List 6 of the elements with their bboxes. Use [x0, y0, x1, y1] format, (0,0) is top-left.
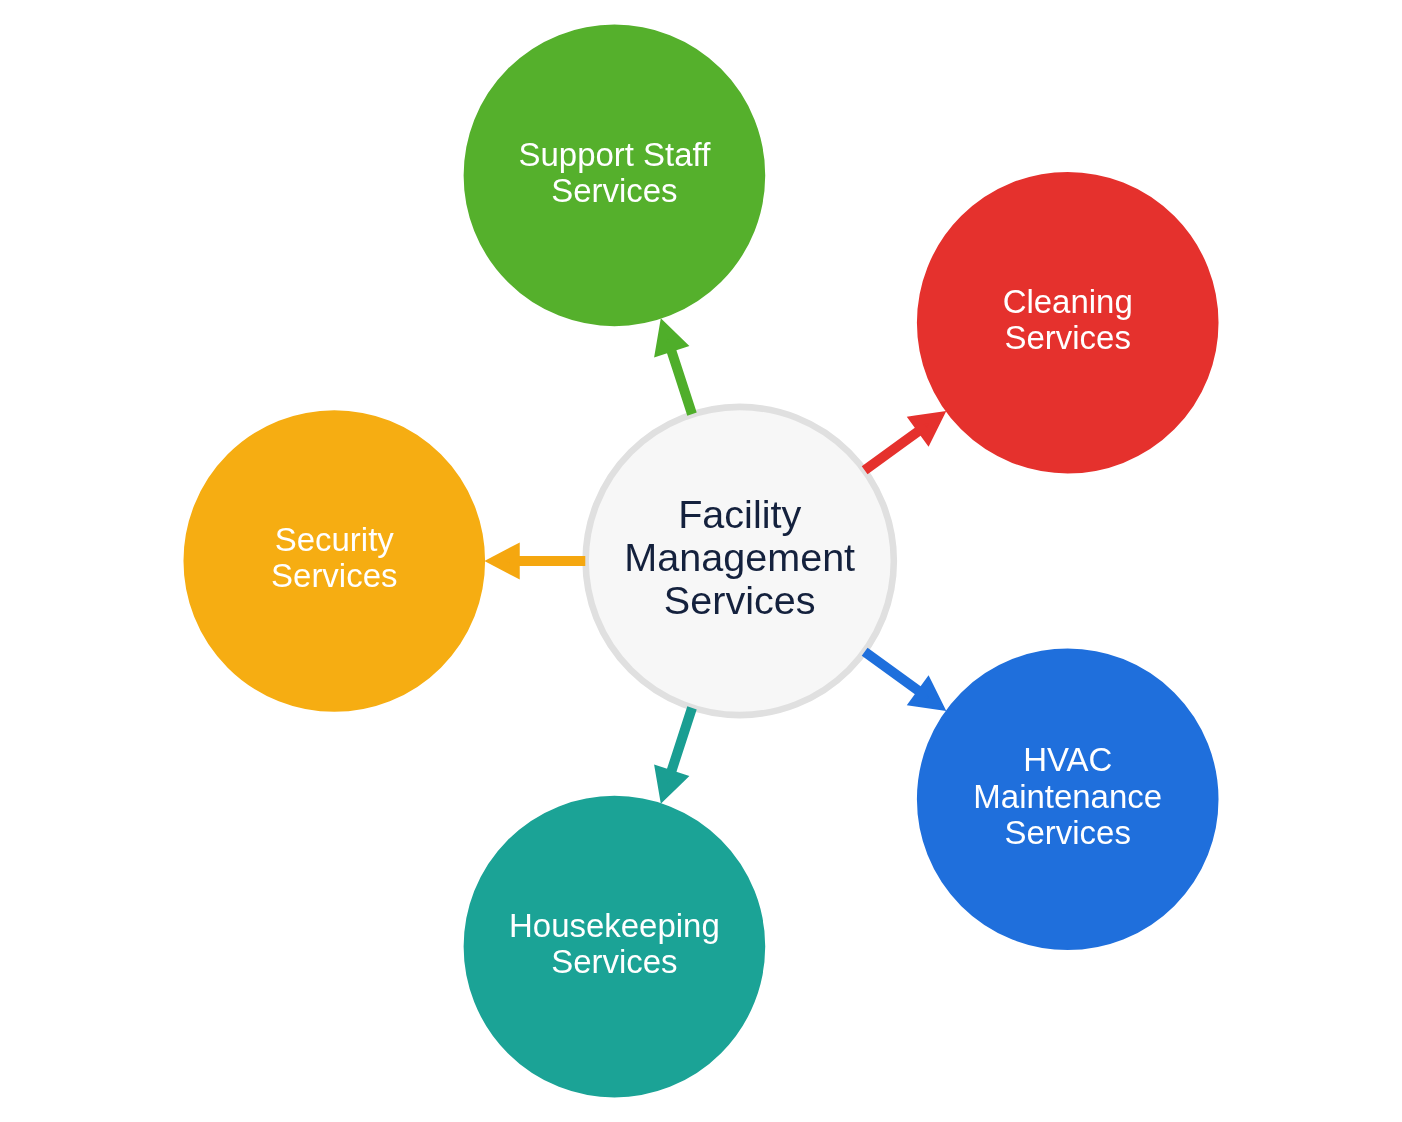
arrow — [861, 647, 947, 712]
node-circle: Facility Management Services — [582, 403, 898, 719]
arrow — [861, 410, 947, 475]
arrow — [484, 542, 586, 580]
arrow — [654, 318, 697, 416]
arrow — [654, 706, 697, 804]
